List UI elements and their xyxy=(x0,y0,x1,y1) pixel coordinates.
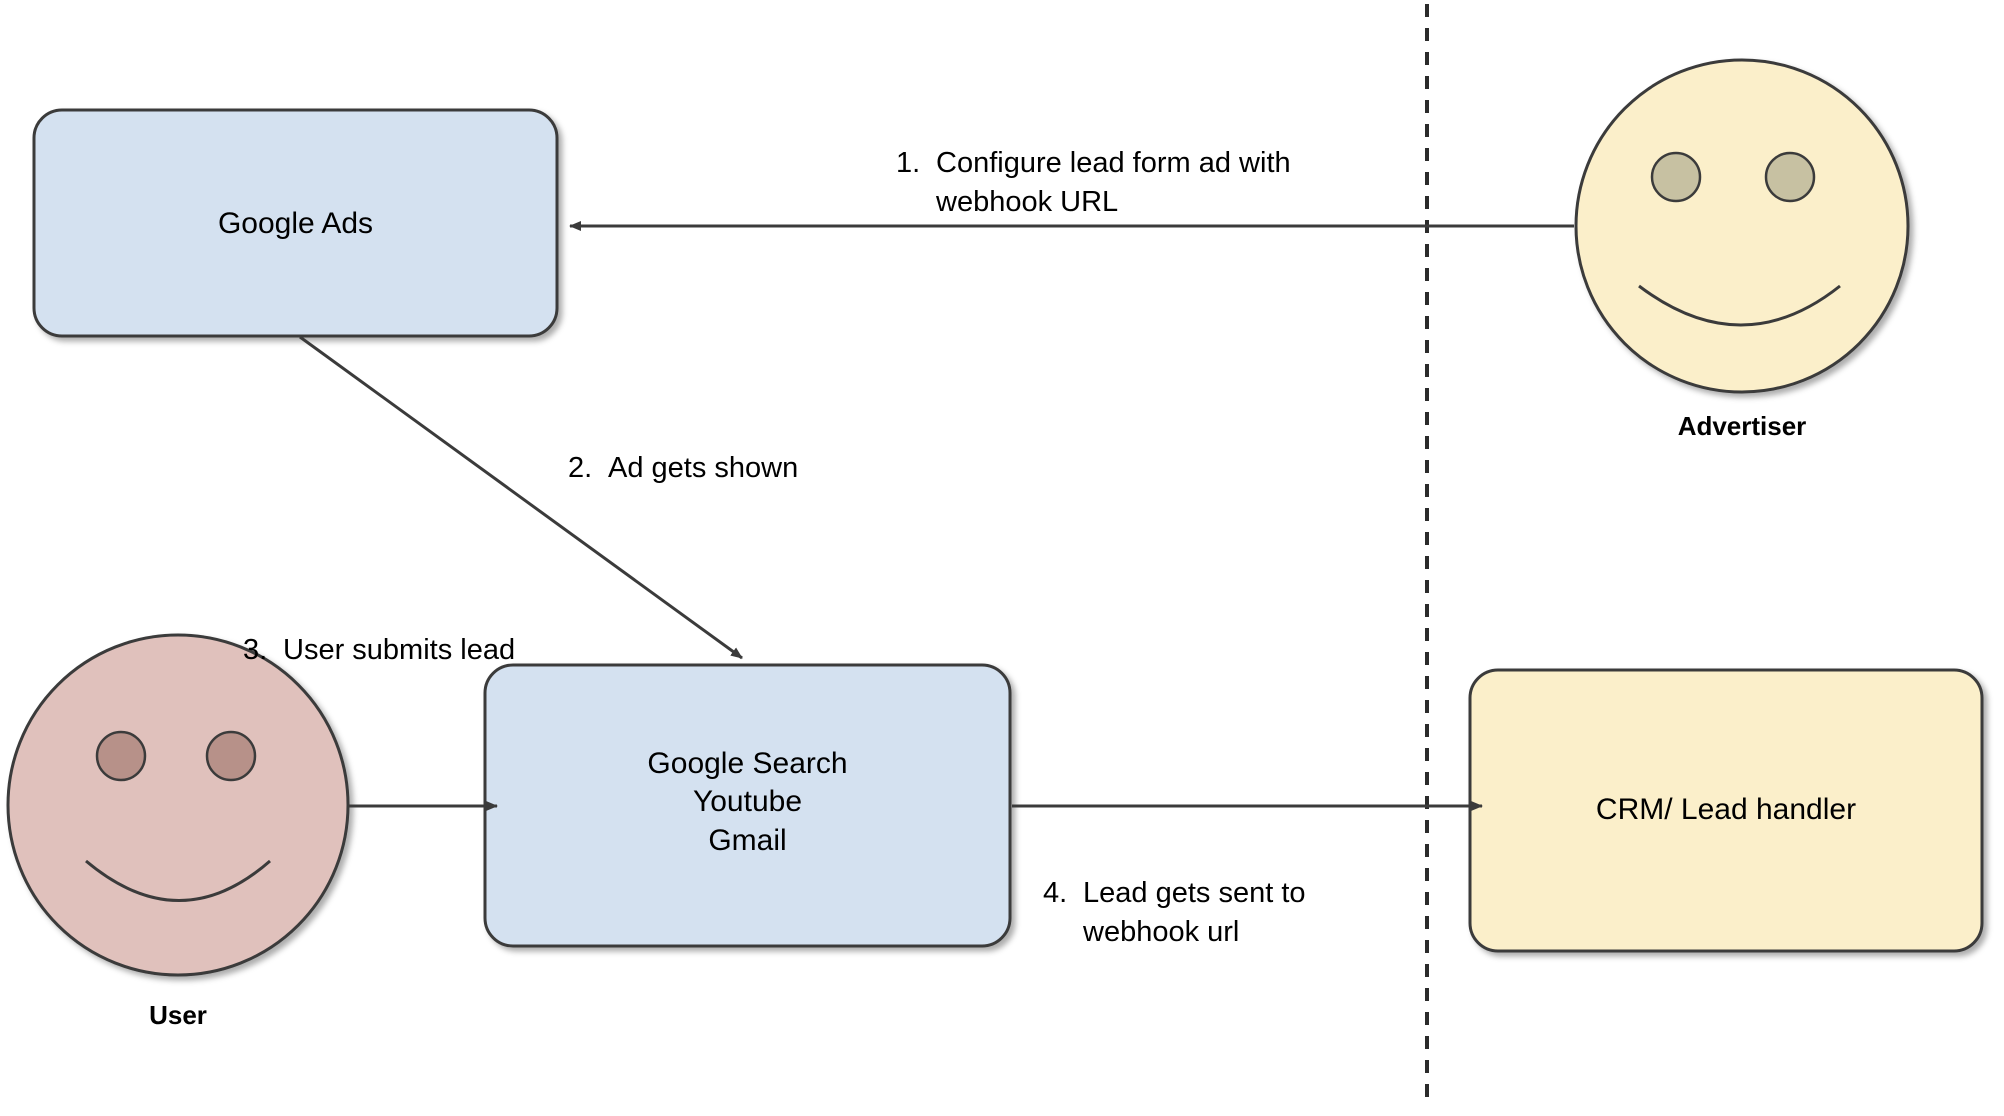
node-crm[interactable] xyxy=(1468,668,1984,953)
user-right-eye-icon xyxy=(205,730,257,782)
edge-3-text: User submits lead xyxy=(283,633,516,666)
edge-3-label: 3. User submits lead xyxy=(243,592,683,670)
user-face-icon xyxy=(6,633,350,977)
node-google-properties[interactable] xyxy=(483,663,1012,948)
edge-1-text: Configure lead form ad with webhook URL xyxy=(936,146,1291,218)
edge-2-number: 2. xyxy=(568,451,593,484)
advertiser-right-eye-icon xyxy=(1764,151,1816,203)
user-left-eye-icon xyxy=(95,730,147,782)
node-advertiser[interactable] xyxy=(1574,58,1910,394)
advertiser-left-eye-icon xyxy=(1650,151,1702,203)
edge-2-label: 2. Ad gets shown xyxy=(568,410,998,488)
node-google-ads[interactable] xyxy=(32,108,559,338)
edge-4-label: 4. Lead gets sent to webhook url xyxy=(1043,835,1443,952)
edge-1-label: 1. Configure lead form ad with webhook UR… xyxy=(896,105,1416,222)
edge-2-text: Ad gets shown xyxy=(608,451,799,484)
edge-1-number: 1. xyxy=(896,146,921,179)
edge-4-number: 4. xyxy=(1043,876,1068,909)
node-user[interactable] xyxy=(6,633,350,977)
advertiser-smile-icon xyxy=(1638,284,1841,327)
edge-3-number: 3. xyxy=(243,633,268,666)
user-smile-icon xyxy=(85,859,271,902)
edge-2-arrow xyxy=(299,335,743,660)
advertiser-face-icon xyxy=(1574,58,1910,394)
edge-4-text: Lead gets sent to webhook url xyxy=(1083,876,1306,948)
